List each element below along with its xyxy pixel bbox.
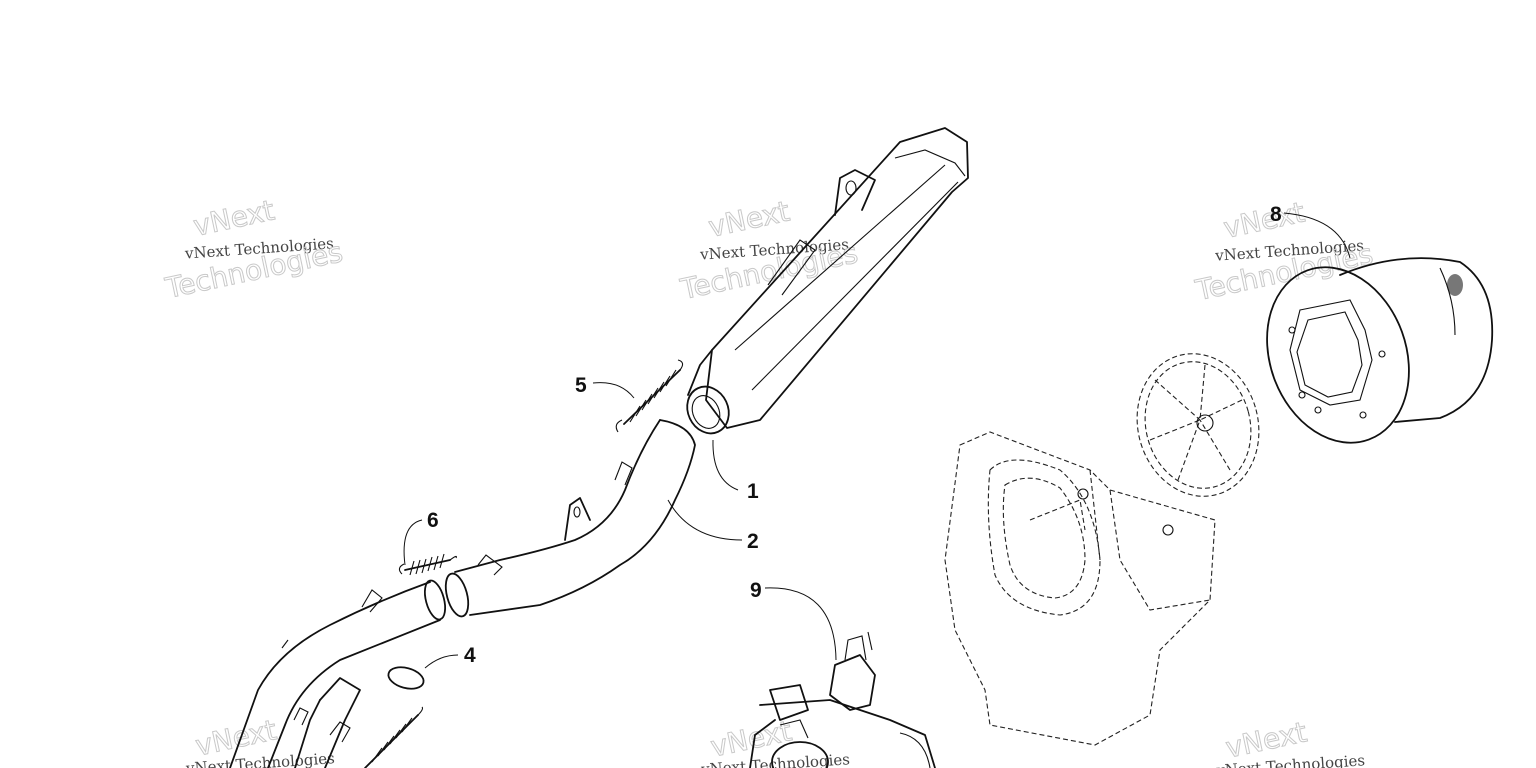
callout-5: 5 <box>575 374 587 397</box>
air-filter <box>1136 353 1260 497</box>
airbox-cover <box>1266 257 1494 444</box>
spring-middle <box>398 553 457 576</box>
svg-text:vNext: vNext <box>190 193 277 242</box>
svg-text:vNext: vNext <box>1221 196 1308 245</box>
watermark-top-center: vNext vNext Technologies Technologies <box>676 194 861 307</box>
spring-upper <box>615 359 684 433</box>
svg-text:vNext: vNext <box>706 195 793 244</box>
callout-8: 8 <box>1270 203 1282 226</box>
throttle-body <box>749 631 936 768</box>
callout-4: 4 <box>464 644 476 667</box>
spring-lower <box>364 706 424 768</box>
airbox <box>944 431 1216 746</box>
callout-6: 6 <box>427 509 439 532</box>
watermark-bottom-right: vNext vNext Technologies <box>1215 715 1366 768</box>
gasket <box>387 666 425 690</box>
callout-1: 1 <box>747 480 759 503</box>
head-pipes <box>229 579 447 768</box>
muffler <box>686 127 969 435</box>
callout-9: 9 <box>750 579 762 602</box>
leader-lines <box>403 212 1351 669</box>
mid-pipe <box>444 419 696 618</box>
watermark-top-left: vNext vNext Technologies Technologies <box>161 193 346 306</box>
callout-2: 2 <box>747 530 759 553</box>
